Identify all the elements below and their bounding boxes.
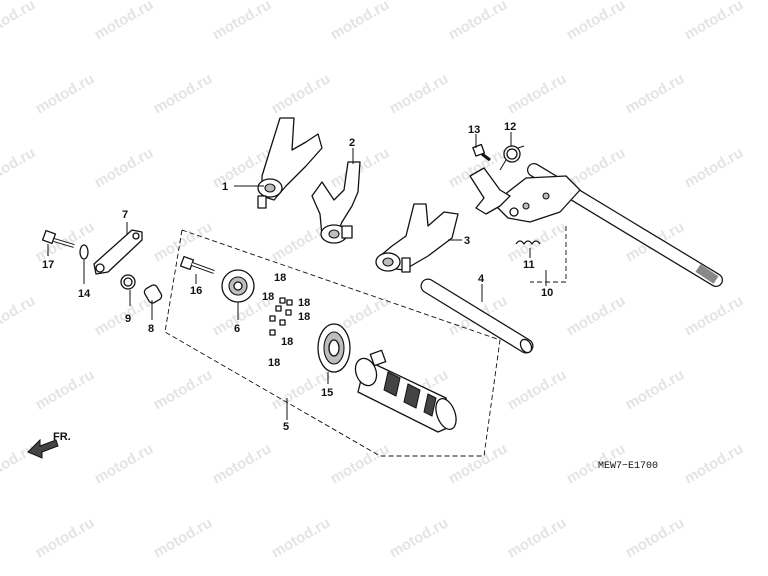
watermark-text: motod.ru (151, 70, 216, 117)
watermark-text: motod.ru (0, 144, 38, 191)
watermark-text: motod.ru (328, 0, 393, 43)
watermark-text: motod.ru (92, 144, 157, 191)
watermark-text: motod.ru (387, 70, 452, 117)
callout-18-d: 18 (298, 311, 310, 323)
watermark-text: motod.ru (682, 144, 747, 191)
watermark-text: motod.ru (269, 514, 334, 561)
fork-shaft-4[interactable] (420, 278, 534, 355)
watermark-text: motod.ru (682, 292, 747, 339)
watermark-text: motod.ru (33, 70, 98, 117)
stopper-arm-7[interactable] (93, 229, 143, 275)
watermark-text: motod.ru (269, 70, 334, 117)
watermark-text: motod.ru (210, 440, 275, 487)
watermark-text: motod.ru (0, 292, 38, 339)
watermark-text: motod.ru (210, 0, 275, 43)
return-spring-12[interactable] (499, 145, 525, 171)
watermark-text: motod.ru (682, 440, 747, 487)
callout-11: 11 (523, 259, 535, 271)
spring-arm-11[interactable] (469, 167, 541, 245)
callout-18-e: 18 (281, 336, 293, 348)
watermark-text: motod.ru (564, 0, 629, 43)
callout-18-b: 18 (262, 291, 274, 303)
watermark-text: motod.ru (682, 0, 747, 43)
callout-13: 13 (468, 124, 480, 136)
bolt-16[interactable] (179, 255, 215, 274)
callout-4: 4 (478, 273, 485, 285)
callout-14: 14 (78, 288, 91, 300)
callout-1: 1 (222, 181, 228, 193)
watermark-text: motod.ru (0, 0, 38, 43)
callout-5: 5 (283, 421, 289, 433)
collar-8[interactable] (143, 284, 163, 305)
watermark-text: motod.ru (505, 70, 570, 117)
bearing-15[interactable] (317, 323, 351, 373)
callout-2: 2 (349, 137, 355, 149)
leader-lines (47, 132, 547, 420)
watermark-text: motod.ru (505, 514, 570, 561)
watermark-text: motod.ru (564, 292, 629, 339)
callout-8: 8 (148, 323, 154, 335)
watermark-text: motod.ru (387, 514, 452, 561)
shift-fork-3[interactable] (375, 203, 459, 273)
washer-14[interactable] (79, 244, 89, 260)
assembly-box-5 (164, 229, 501, 457)
watermark-text: motod.ru (92, 292, 157, 339)
callout-16: 16 (190, 285, 202, 297)
bolt-17[interactable] (41, 229, 75, 248)
callout-9: 9 (125, 313, 131, 325)
callout-12: 12 (504, 121, 516, 133)
shift-drum-center-6[interactable] (221, 269, 255, 303)
callout-10: 10 (541, 287, 553, 299)
watermark-text: motod.ru (151, 514, 216, 561)
callout-6: 6 (234, 323, 240, 335)
watermark-text: motod.ru (623, 70, 688, 117)
assembly-box-10 (530, 226, 567, 283)
watermark-text: motod.ru (505, 366, 570, 413)
watermark-text: motod.ru (151, 366, 216, 413)
callout-18-c: 18 (298, 297, 310, 309)
callout-7: 7 (122, 209, 128, 221)
shift-fork-2[interactable] (311, 161, 361, 244)
diagram-code: MEW7−E1700 (598, 461, 658, 472)
dowel-pins-18[interactable] (269, 297, 293, 336)
shift-fork-1[interactable] (257, 117, 323, 209)
callout-17: 17 (42, 259, 54, 271)
watermark-text: motod.ru (92, 0, 157, 43)
front-direction-arrow: FR. (27, 431, 71, 459)
watermark-text: motod.ru (623, 366, 688, 413)
callout-18-a: 18 (274, 272, 286, 284)
stopper-spring-9[interactable] (120, 274, 136, 290)
callout-15: 15 (321, 387, 333, 399)
watermark-text: motod.ru (328, 440, 393, 487)
shift-drum-5[interactable] (352, 349, 460, 433)
watermark-text: motod.ru (33, 366, 98, 413)
callout-18-f: 18 (268, 357, 280, 369)
watermark-text: motod.ru (92, 440, 157, 487)
watermark-text: motod.ru (33, 514, 98, 561)
watermark-text: motod.ru (446, 440, 511, 487)
watermark-text: motod.ru (623, 514, 688, 561)
callouts: 1 2 3 4 5 6 7 8 9 10 11 12 13 14 15 16 1… (42, 121, 553, 433)
front-direction-label: FR. (53, 431, 71, 443)
callout-3: 3 (464, 235, 470, 247)
watermark-layer: motod.ru motod.ru motod.ru motod.ru motod.ru… (0, 0, 746, 561)
watermark-text: motod.ru (446, 0, 511, 43)
gearshift-spindle-10[interactable] (493, 163, 723, 287)
